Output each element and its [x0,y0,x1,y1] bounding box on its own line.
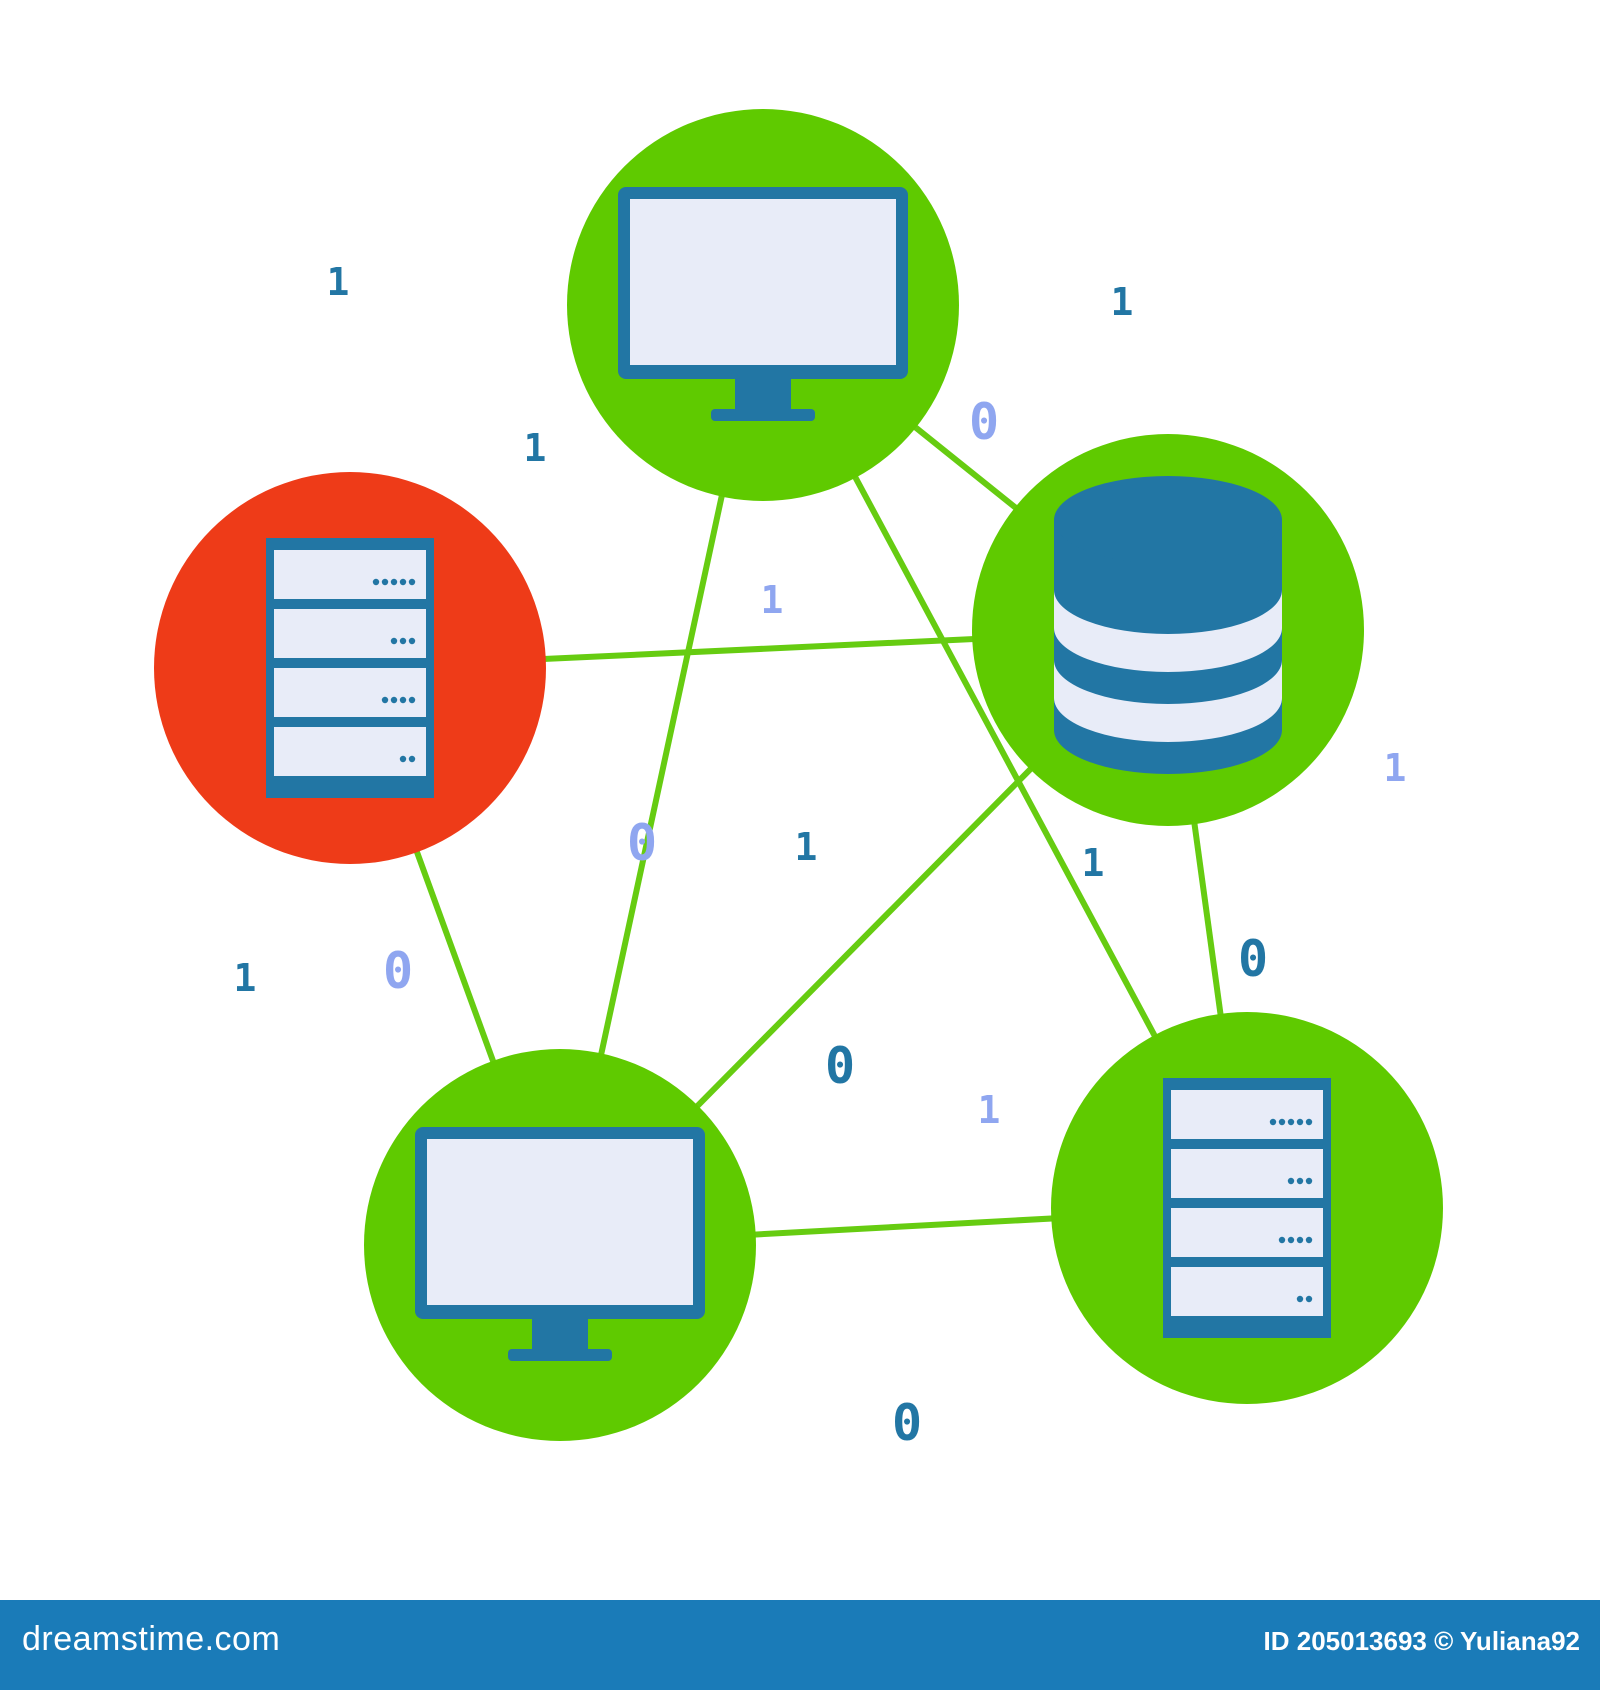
node-server-bottom-right [1051,1012,1443,1404]
binary-digit: 1 [794,825,818,869]
server-rack-icon [266,538,434,798]
binary-digit: 1 [1383,746,1407,790]
binary-digit: 0 [968,393,1000,451]
node-monitor-bottom [364,1049,756,1441]
binary-digit: 1 [977,1088,1001,1132]
binary-digit: 1 [1081,841,1105,885]
binary-digit: 0 [626,814,658,872]
database-icon [1054,476,1282,774]
server-rack-icon [1163,1078,1331,1338]
binary-digit: 1 [326,260,350,304]
image-credit: ID 205013693 © Yuliana92 [1263,1626,1580,1656]
binary-digit: 1 [1110,280,1134,324]
binary-digit: 0 [891,1394,923,1452]
brand-logo-text: dreamstime.com [22,1620,281,1658]
binary-digit: 0 [1237,930,1269,988]
node-database-right [972,434,1364,826]
binary-digit: 0 [382,942,414,1000]
footer-bar: dreamstime.com ID 205013693 © Yuliana92 [0,1600,1600,1690]
network-nodes [154,109,1443,1441]
binary-digit: 1 [233,956,257,1000]
node-server-left [154,472,546,864]
binary-digit: 1 [760,578,784,622]
monitor-icon [415,1127,705,1361]
binary-digit: 0 [824,1037,856,1095]
node-monitor-top [567,109,959,501]
binary-digit: 1 [523,426,547,470]
network-diagram [154,109,1443,1441]
monitor-icon [618,187,908,421]
